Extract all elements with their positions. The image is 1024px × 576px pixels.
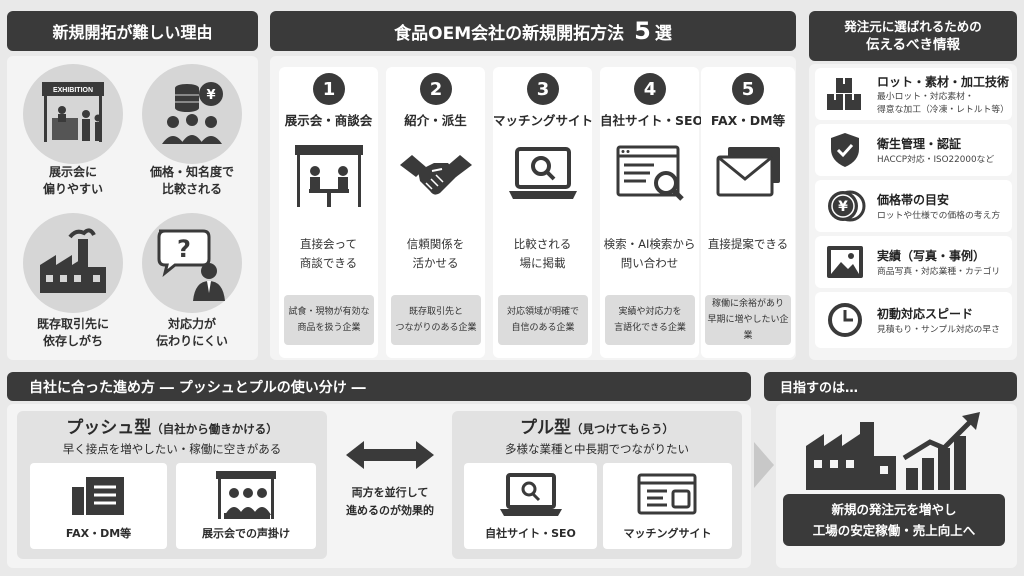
website-search-icon [616, 145, 684, 201]
method-card-4: 4 自社サイト・SEO 検索・AI検索から問い合わせ 実績や対応力を言語化できる… [600, 67, 704, 358]
method-description: 信頼関係を活かせる [406, 237, 465, 270]
clock-icon [828, 303, 862, 337]
method-card-3: 3 マッチングサイト 比較される場に掲載 対応領域が明確で自信のある企業 [493, 67, 594, 358]
approach-header: 自社に合った進め方 ― プッシュとプルの使い分け ― [7, 372, 751, 401]
fax-icon [72, 477, 124, 515]
pull-title-row: プル型（見つけてもらう） [452, 413, 742, 438]
pull-subtitle: 多様な業種と中長期でつながりたい [505, 442, 689, 456]
push-card-fax: FAX・DM等 [30, 463, 167, 549]
pull-card-site-label: 自社サイト・SEO [485, 527, 576, 540]
info-item-hygiene: 衛生管理・認証 HACCP対応・ISO22000など [815, 124, 1012, 176]
reason-label-exhibition: 展示会に偏りやすい [42, 165, 103, 196]
booth-people-icon [216, 471, 276, 519]
method-number: 5 [732, 73, 764, 105]
double-arrow-icon [346, 441, 434, 469]
method-number: 3 [527, 73, 559, 105]
method-number: 2 [420, 73, 452, 105]
methods-header: 食品OEM会社の新規開拓方法 5 選 [270, 11, 796, 51]
push-card-exhibition: 展示会での声掛け [176, 463, 316, 549]
boxes-icon [827, 78, 861, 110]
reasons-header: 新規開拓が難しい理由 [7, 11, 258, 51]
info-item-price: ¥ 価格帯の目安 ロットや仕様での価格の考え方 [815, 180, 1012, 232]
method-target: 試食・現物が有効な商品を扱う企業 [284, 295, 374, 345]
method-description: 検索・AI検索から問い合わせ [603, 237, 696, 270]
methods-header-number: 5 [634, 17, 651, 45]
method-number: 1 [313, 73, 345, 105]
photo-icon [827, 246, 863, 278]
method-title: マッチングサイト [493, 113, 594, 128]
push-card-fax-label: FAX・DM等 [65, 527, 132, 540]
method-title: 紹介・派生 [404, 113, 467, 128]
envelope-icon [716, 147, 780, 197]
goal-header: 目指すのは… [764, 372, 1017, 401]
method-card-2: 2 紹介・派生 信頼関係を活かせる 既存取引先とつながりのある企業 [386, 67, 485, 358]
reason-label-communication: 対応力が伝わりにくい [156, 317, 228, 348]
method-description: 直接提案できる [707, 237, 789, 251]
browser-window-icon [637, 473, 697, 515]
reason-label-dependency: 既存取引先に依存しがち [36, 317, 109, 348]
pull-title: プル型 [520, 418, 572, 438]
price-comparison-icon: ¥ [142, 64, 242, 164]
factory-icon [23, 213, 123, 313]
push-title-note: （自社から働きかける） [151, 422, 278, 436]
yen-coin-icon: ¥ [828, 190, 866, 222]
method-number: 4 [634, 73, 666, 105]
laptop-search-icon [500, 473, 562, 516]
laptop-search-icon [509, 147, 577, 199]
method-card-1: 1 展示会・商談会 直接会って商談できる 試食・現物が有効な商品を扱う企業 [279, 67, 378, 358]
pull-card-site: 自社サイト・SEO [464, 463, 597, 549]
method-description: 直接会って商談できる [299, 237, 358, 270]
push-subtitle: 早く接点を増やしたい・稼働に空きがある [62, 442, 282, 456]
push-card-exhibition-label: 展示会での声掛け [202, 527, 290, 540]
method-card-5: 5 FAX・DM等 直接提案できる 稼働に余裕があり早期に増やしたい企業 [701, 67, 795, 358]
shield-check-icon [831, 133, 859, 167]
meeting-table-icon [295, 145, 363, 207]
push-title-row: プッシュ型（自社から働きかける） [17, 413, 327, 438]
method-title: FAX・DM等 [710, 113, 786, 128]
method-title: 自社サイト・SEO [600, 113, 704, 128]
price-coin-symbol: ¥ [206, 88, 215, 103]
parallel-note: 両方を並行して進めるのが効果的 [346, 486, 434, 517]
yen-coin-symbol: ¥ [838, 199, 848, 215]
pull-card-matching-label: マッチングサイト [623, 527, 712, 540]
question-person-icon: ? [142, 213, 242, 313]
handshake-icon [400, 155, 472, 195]
question-mark: ? [177, 235, 191, 263]
method-target: 対応領域が明確で自信のある企業 [498, 295, 588, 345]
method-title: 展示会・商談会 [284, 113, 373, 128]
pull-title-note: （見つけてもらう） [571, 422, 674, 436]
method-target: 既存取引先とつながりのある企業 [391, 295, 481, 345]
push-title: プッシュ型 [66, 418, 152, 438]
method-target: 稼働に余裕があり早期に増やしたい企業 [705, 295, 791, 345]
goal-message: 新規の発注元を増やし工場の安定稼働・売上向上へ [783, 494, 1005, 546]
info-item-track-record: 実績（写真・事例） 商品写真・対応業種・カテゴリ [815, 236, 1012, 288]
pull-card-matching: マッチングサイト [603, 463, 732, 549]
factory-growth-icon [806, 412, 980, 490]
method-target: 実績や対応力を言語化できる企業 [605, 295, 695, 345]
info-item-speed: 初動対応スピード 見積もり・サンプル対応の早さ [815, 292, 1012, 348]
method-description: 比較される場に掲載 [513, 237, 572, 270]
chevron-right-icon [754, 442, 774, 488]
info-header: 発注元に選ばれるための 伝えるべき情報 [809, 11, 1017, 61]
exhibition-sign: EXHIBITION [53, 87, 93, 94]
reason-label-price: 価格・知名度で比較される [149, 165, 234, 196]
info-item-lot: ロット・素材・加工技術 最小ロット・対応素材・ 得意な加工（冷凍・レトルト等） [815, 68, 1012, 120]
exhibition-icon: EXHIBITION [23, 64, 123, 164]
